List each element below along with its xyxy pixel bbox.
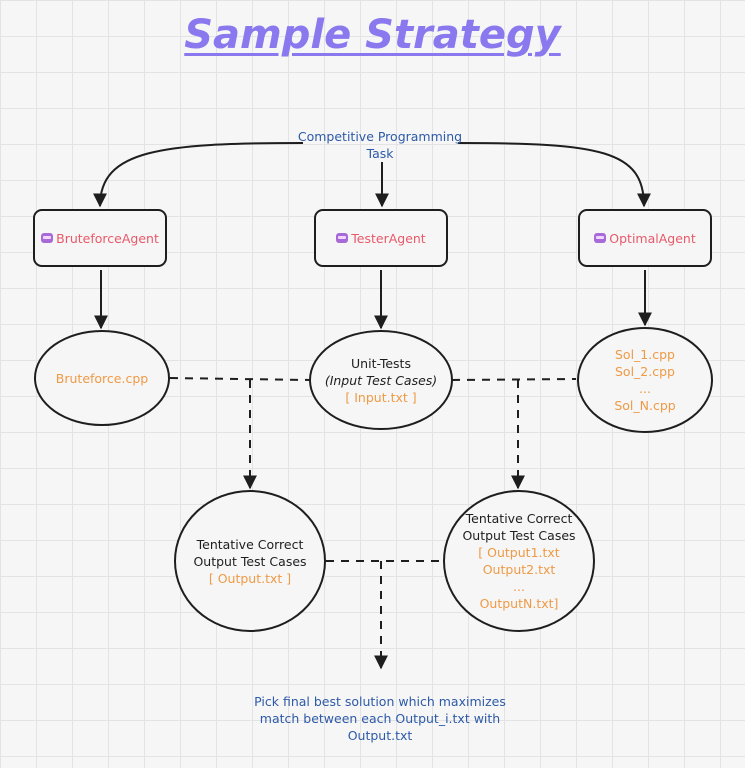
tester-agent-label: TesterAgent bbox=[351, 230, 426, 246]
output-right-node[interactable]: Tentative Correct Output Test Cases [ Ou… bbox=[443, 490, 595, 632]
robot-icon bbox=[41, 233, 54, 243]
dash-tests-to-solutions bbox=[451, 378, 577, 381]
unit-tests-node[interactable]: Unit-Tests (Input Test Cases) [ Input.tx… bbox=[309, 330, 453, 430]
final-note-line2: match between each Output_i.txt with bbox=[259, 711, 501, 726]
tester-agent-box[interactable]: TesterAgent bbox=[314, 209, 448, 267]
solutions-line2: Sol_2.cpp bbox=[615, 364, 675, 379]
task-label-line1: Competitive Programming bbox=[297, 129, 463, 144]
output-right-line6: OutputN.txt] bbox=[479, 596, 559, 611]
solutions-line3: ... bbox=[639, 381, 651, 396]
output-left-node[interactable]: Tentative Correct Output Test Cases [ Ou… bbox=[174, 490, 326, 632]
bruteforce-file-node[interactable]: Bruteforce.cpp bbox=[34, 330, 170, 426]
dash-bruteforce-to-tests bbox=[169, 377, 311, 381]
final-note-line1: Pick final best solution which maximizes bbox=[254, 694, 506, 709]
output-right-line1: Tentative Correct bbox=[465, 511, 573, 526]
unit-tests-line1: Unit-Tests bbox=[351, 355, 411, 371]
robot-icon bbox=[336, 233, 349, 243]
bruteforce-agent-label: BruteforceAgent bbox=[56, 230, 159, 246]
unit-tests-line2: (Input Test Cases) bbox=[324, 372, 438, 388]
optimal-agent-label: OptimalAgent bbox=[609, 230, 696, 246]
solutions-node[interactable]: Sol_1.cpp Sol_2.cpp ... Sol_N.cpp bbox=[577, 327, 713, 433]
bruteforce-file-label: Bruteforce.cpp bbox=[55, 370, 149, 386]
arrow-task-to-optimal bbox=[457, 142, 651, 208]
arrow-task-to-bruteforce bbox=[93, 142, 304, 208]
output-right-line4: Output2.txt bbox=[482, 562, 556, 577]
output-right-line3: [ Output1.txt bbox=[478, 545, 560, 560]
solutions-line1: Sol_1.cpp bbox=[615, 347, 675, 362]
output-right-line5: ... bbox=[513, 579, 525, 594]
unit-tests-line3: [ Input.txt ] bbox=[345, 389, 417, 405]
robot-icon bbox=[594, 233, 607, 243]
output-left-line1: Tentative Correct bbox=[196, 536, 304, 552]
final-note-line3: Output.txt bbox=[347, 728, 413, 743]
output-left-line3: [ Output.txt ] bbox=[208, 570, 292, 586]
final-note: Pick final best solution which maximizes… bbox=[215, 693, 545, 744]
diagram-title: Sample Strategy bbox=[184, 12, 561, 58]
task-label-line2: Task bbox=[366, 146, 394, 161]
bruteforce-agent-box[interactable]: BruteforceAgent bbox=[33, 209, 167, 267]
output-right-line2: Output Test Cases bbox=[462, 528, 576, 543]
output-left-line2: Output Test Cases bbox=[193, 553, 307, 569]
task-label: Competitive Programming Task bbox=[290, 128, 470, 162]
optimal-agent-box[interactable]: OptimalAgent bbox=[578, 209, 712, 267]
solutions-line4: Sol_N.cpp bbox=[614, 398, 676, 413]
